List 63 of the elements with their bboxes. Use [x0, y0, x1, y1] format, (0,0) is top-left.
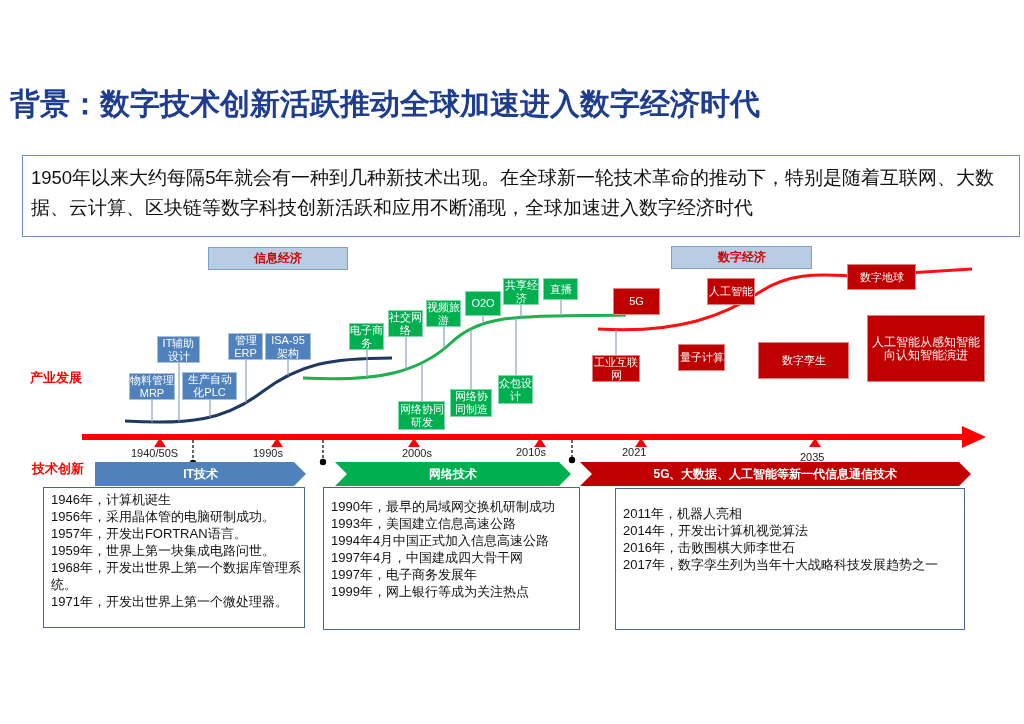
leader-line: [245, 359, 247, 404]
label-box: 网络协同制造: [450, 389, 492, 417]
leader-line: [178, 362, 180, 423]
milestone-panel: [43, 487, 305, 628]
tick-label: 1940/50S: [131, 447, 179, 459]
tick-label: 2035: [800, 451, 825, 463]
milestone-entry: 2017年，数字孪生列为当年十大战略科技发展趋势之一: [623, 556, 939, 573]
milestone-entry: 1999年，网上银行等成为关注热点: [331, 583, 530, 600]
leader-line: [209, 399, 211, 418]
milestone-entry: 1956年，采用晶体管的电脑研制成功。: [51, 508, 276, 525]
tick-label: 2010s: [516, 446, 546, 458]
leader-line: [421, 362, 423, 402]
leader-line: [560, 299, 562, 317]
label-box: IT辅助设计: [157, 336, 200, 363]
milestone-entry: 1957年，开发出FORTRAN语言。: [51, 525, 248, 542]
milestone-entry: 1990年，最早的局域网交换机研制成功: [331, 498, 556, 515]
label-box: 工业互联网: [592, 355, 640, 382]
row-label: 技术创新: [32, 460, 84, 478]
label-box: 众包设计: [498, 375, 533, 404]
milestone-entry: 2011年，机器人亮相: [623, 505, 743, 522]
label-box: 直播: [543, 278, 578, 300]
label-box: ISA-95架构: [265, 333, 311, 360]
leader-line: [405, 336, 407, 370]
chevron-banner: IT技术: [95, 462, 306, 486]
milestone-entry: 2016年，击败围棋大师李世石: [623, 539, 796, 556]
leader-line: [151, 399, 153, 423]
leader-line: [366, 349, 368, 378]
milestone-entry: 1968年，开发出世界上第一个数据库管理系统。: [51, 559, 302, 593]
label-box: 量子计算: [678, 344, 725, 371]
label-box: 网络协同研发: [398, 401, 445, 430]
leader-line: [287, 359, 289, 377]
tick-label: 2021: [622, 446, 647, 458]
era-banner: 数字经济: [671, 246, 812, 269]
milestone-entry: 1997年，电子商务发展年: [331, 566, 478, 583]
milestone-entry: 1993年，美国建立信息高速公路: [331, 515, 517, 532]
label-box: 管理ERP: [228, 333, 263, 360]
milestone-entry: 1946年，计算机诞生: [51, 491, 172, 508]
leader-line: [515, 317, 517, 376]
milestone-entry: 1994年4月中国正式加入信息高速公路: [331, 532, 551, 549]
milestone-panel: [615, 488, 965, 630]
leader-line: [482, 315, 484, 325]
leader-line: [520, 304, 522, 318]
milestone-entry: 1959年，世界上第一块集成电路问世。: [51, 542, 276, 559]
page-title: 背景：数字技术创新活跃推动全球加速进入数字经济时代: [10, 86, 760, 122]
milestone-entry: 1997年4月，中国建成四大骨干网: [331, 549, 525, 566]
milestone-entry: 1971年，开发出世界上第一个微处理器。: [51, 593, 289, 610]
leader-line: [615, 329, 617, 356]
row-label: 产业发展: [30, 369, 82, 387]
label-box: O2O: [465, 291, 501, 316]
label-box: 人工智能从感知智能向认知智能演进: [867, 315, 985, 382]
leader-line: [443, 326, 445, 350]
label-box: 视频旅游: [426, 300, 461, 327]
label-box: 共享经济: [503, 278, 539, 305]
leader-line: [470, 328, 472, 390]
milestone-panel: [323, 487, 580, 630]
tick-label: 1990s: [253, 447, 283, 459]
summary-box: 1950年以来大约每隔5年就会有一种到几种新技术出现。在全球新一轮技术革命的推动下，特别是随着互联网、大数据、云计算、区块链等数字科技创新活跃和应用不断涌现，全球加速进入数字经济时代: [22, 155, 1020, 237]
tick-label: 2000s: [402, 447, 432, 459]
milestone-entry: 2014年，开发出计算机视觉算法: [623, 522, 809, 539]
era-banner: 信息经济: [208, 247, 348, 270]
label-box: 数字孪生: [758, 342, 849, 379]
chevron-banner: 5G、大数据、人工智能等新一代信息通信技术: [580, 462, 971, 486]
chevron-banner: 网络技术: [335, 462, 571, 486]
